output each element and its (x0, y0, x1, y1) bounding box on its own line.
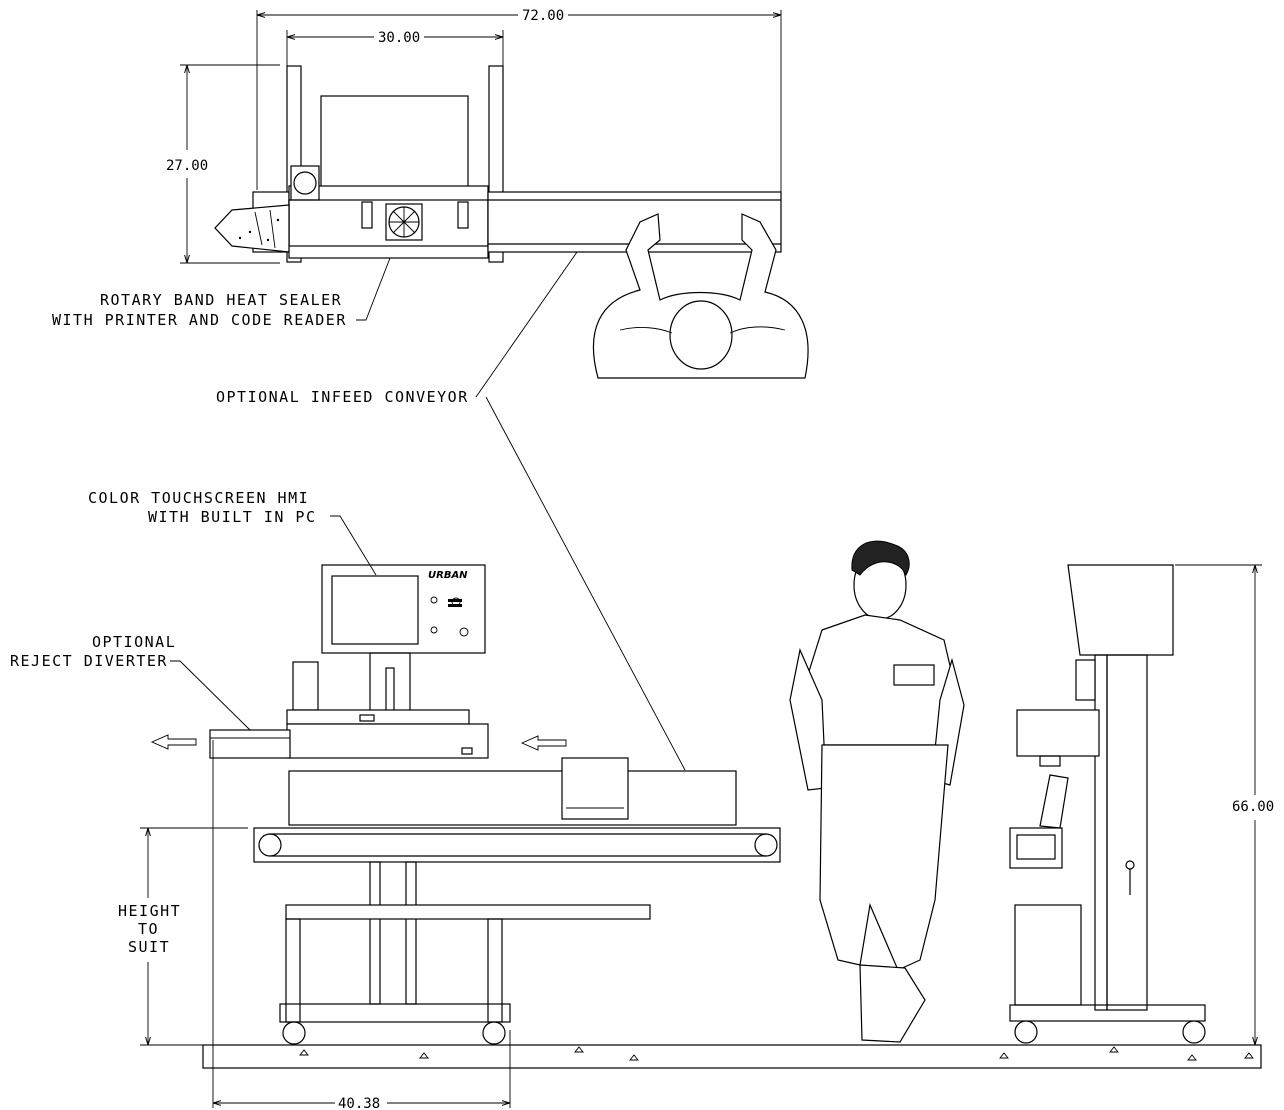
label-reject-line2: REJECT DIVERTER (10, 652, 168, 670)
label-sealer-line2: WITH PRINTER AND CODE READER (52, 311, 347, 329)
dimension-height-to-suit: HEIGHT TO SUIT (118, 827, 248, 1046)
dim-40-38: 40.38 (338, 1096, 380, 1110)
leader-infeed-side (485, 396, 686, 771)
person-figure (789, 540, 965, 1043)
sealer-side-view (209, 661, 489, 759)
sealer-top-view (214, 65, 782, 263)
leader-sealer (356, 257, 391, 321)
label-hmi-line1: COLOR TOUCHSCREEN HMI (88, 489, 309, 507)
infeed-conveyor-side (253, 757, 781, 863)
fan-icon (385, 203, 423, 241)
leader-hmi (330, 515, 377, 576)
sealer-stand (279, 861, 651, 1045)
label-height-line3: SUIT (128, 938, 170, 956)
dimension-base-width: 40.38 (212, 740, 511, 1110)
dim-72: 72.00 (522, 8, 564, 24)
dimension-sealer-depth: 27.00 (166, 64, 280, 264)
floor (202, 1044, 1262, 1069)
label-reject-line1: OPTIONAL (92, 633, 176, 651)
dim-30: 30.00 (378, 30, 420, 46)
label-height-line1: HEIGHT (118, 902, 181, 920)
dimension-sealer-length: 30.00 (286, 30, 504, 70)
flow-arrow-left-2 (520, 735, 567, 751)
side-view: URBAN (10, 489, 1274, 1110)
dimension-machine-height: 66.00 (1175, 564, 1274, 1045)
dim-27: 27.00 (166, 158, 208, 174)
flow-arrow-left (150, 734, 197, 750)
label-sealer-line1: ROTARY BAND HEAT SEALER (100, 291, 342, 309)
hmi-panel: URBAN (321, 564, 486, 716)
svg-text:URBAN: URBAN (428, 570, 468, 581)
leader-infeed-top (475, 251, 578, 398)
top-view: 72.00 30.00 27.00 (52, 8, 809, 771)
dim-66: 66.00 (1232, 799, 1274, 815)
label-hmi-line2: WITH BUILT IN PC (148, 508, 317, 526)
label-height-line2: TO (138, 920, 159, 938)
leader-reject (170, 660, 251, 731)
operator-top-view (592, 213, 809, 379)
label-infeed: OPTIONAL INFEED CONVEYOR (216, 388, 469, 406)
sealer-end-view (1009, 564, 1206, 1044)
dimension-overall-length: 72.00 (256, 8, 782, 195)
